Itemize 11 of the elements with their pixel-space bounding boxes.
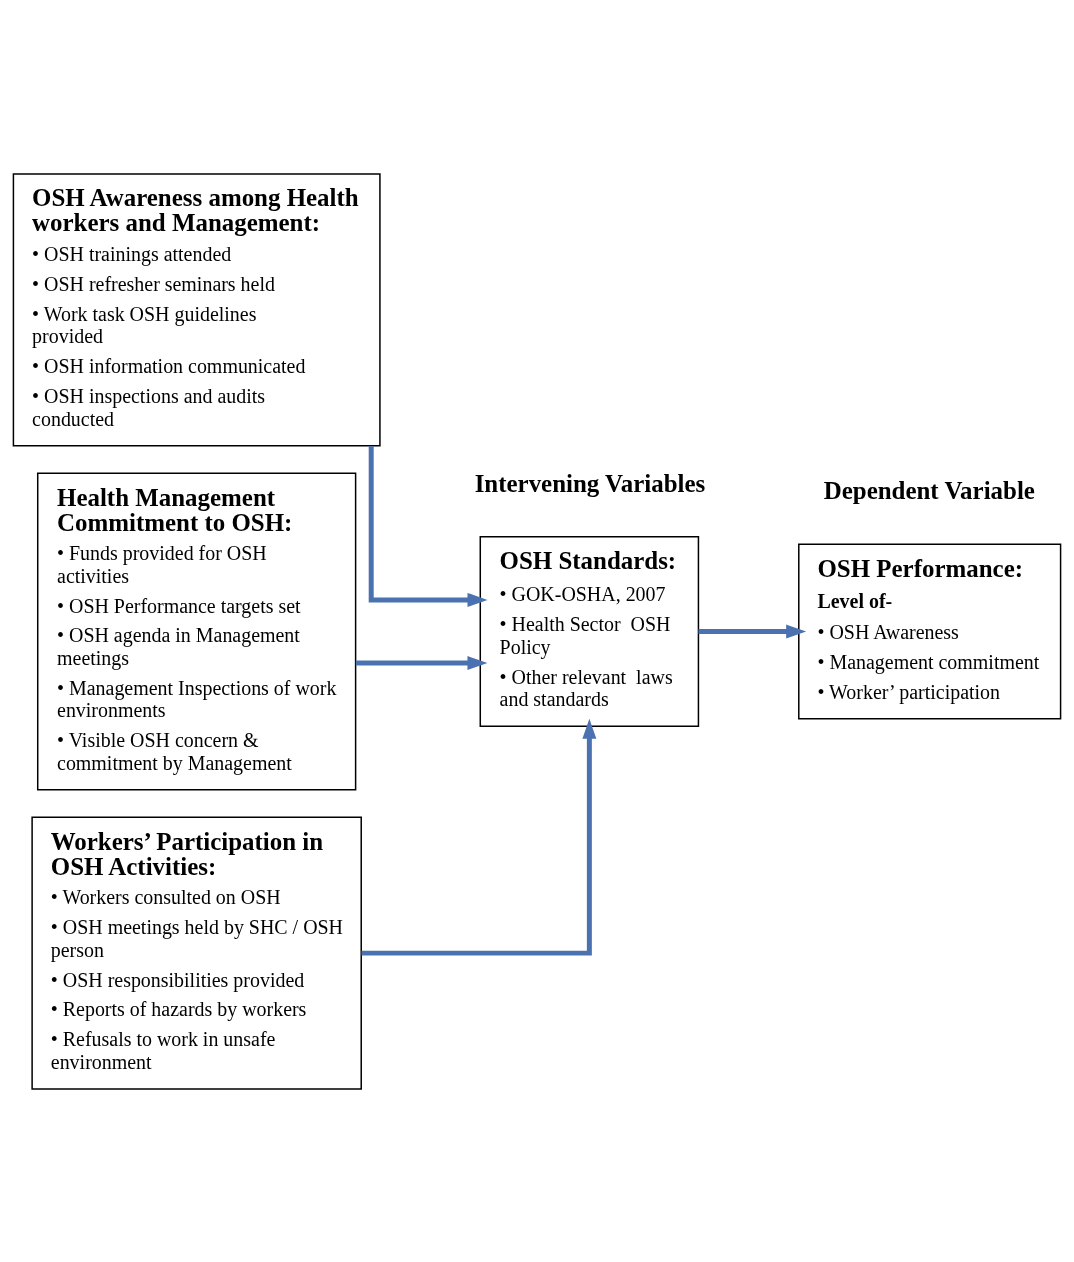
arrow	[698, 624, 807, 638]
node-box: OSH Standards: • GOK-OSHA, 2007 • Health Sector OSH Policy • Other relevant laws and standards	[479, 535, 700, 727]
label: Dependent Variable	[823, 476, 1035, 504]
arrow	[361, 718, 597, 956]
arrow	[368, 445, 488, 607]
arrow	[355, 655, 488, 670]
node-box: OSH Awareness among Health workers and Management: • OSH trainings attended • OSH refresher seminars held • Work task OSH guidelines provided • OSH information communicated • OSH inspections and audits conducted	[12, 172, 381, 446]
node-box: Health Management Commitment to OSH: • Funds provided for OSH activities • OSH Performance targets set • OSH agenda in Management meetings • Management Inspections of work environments • Visible OSH concern & commitment by Management	[36, 471, 357, 791]
label: Intervening Variables	[474, 469, 706, 497]
node-box: Workers’ Participation in OSH Activities: • Workers consulted on OSH • OSH meetings held by SHC / OSH person • OSH responsibilities provided • Reports of hazards by workers • Refusals to work in unsafe environment	[31, 816, 362, 1090]
node-box: OSH Performance: Level of- • OSH Awareness • Management commitment • Worker’ participation	[798, 543, 1062, 719]
